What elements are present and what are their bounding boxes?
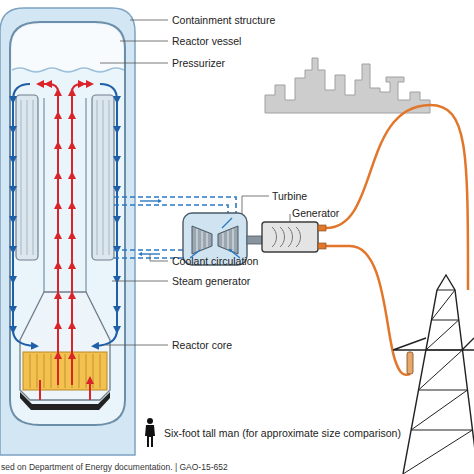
tower-crossarm — [393, 338, 474, 350]
hot-coolant-arrows — [72, 84, 90, 385]
steam-generator-tubes — [21, 100, 109, 255]
power-wire — [326, 246, 410, 375]
power-wire — [326, 105, 430, 228]
water-surface — [12, 68, 124, 72]
insulator — [407, 352, 413, 374]
steam-generator — [16, 95, 114, 260]
tower-leg — [403, 275, 474, 474]
part-label: Six-foot tall man (for approximate size … — [164, 427, 401, 439]
six-foot-man-icon — [145, 418, 155, 447]
leader-line — [242, 196, 269, 214]
man-body — [145, 425, 155, 447]
tower-bracing — [403, 290, 473, 474]
leader-line — [106, 345, 168, 346]
leader-line — [112, 281, 168, 282]
part-label: Reactor core — [172, 339, 232, 351]
hot-coolant-arrows — [40, 84, 58, 385]
part-label: Reactor vessel — [172, 35, 241, 47]
containment-structure — [0, 8, 135, 455]
steam-pipe-line — [114, 197, 236, 213]
leader-line — [150, 254, 168, 261]
leader-line — [130, 20, 168, 21]
generator-terminal — [318, 225, 326, 231]
return-pipe-line — [114, 249, 183, 251]
part-label: Pressurizer — [172, 57, 225, 69]
part-label: Containment structure — [172, 14, 275, 26]
turbine-blades — [192, 226, 238, 254]
core-inflow-arrows — [40, 380, 90, 400]
source-note: sed on Department of Energy documentatio… — [1, 461, 228, 473]
generator-coils — [272, 227, 301, 247]
part-label: Steam generator — [172, 275, 250, 287]
turbine-blade-lines — [197, 229, 233, 251]
leader-lines — [100, 20, 290, 345]
cool-coolant-arrows — [95, 84, 117, 346]
leader-line — [100, 63, 168, 64]
part-label: Coolant circulation — [172, 255, 258, 267]
reactor-vessel — [10, 22, 125, 425]
riser-wall — [44, 98, 86, 300]
core-base — [20, 392, 110, 410]
pipe-flow-arrow — [140, 200, 160, 201]
transmission-tower — [393, 275, 474, 474]
leader-line — [120, 41, 168, 42]
cool-coolant-arrows — [13, 84, 35, 346]
turbine-steam-arrows — [190, 218, 240, 258]
part-label: Generator — [292, 207, 339, 219]
reactor-core — [23, 352, 107, 390]
power-wire — [430, 105, 468, 290]
part-label: Turbine — [272, 190, 307, 202]
man-head — [147, 418, 153, 424]
turbine-shaft — [247, 236, 262, 244]
generator-terminal — [318, 243, 326, 249]
generator-housing — [262, 222, 318, 252]
steam-pipe-line — [114, 205, 228, 213]
leader-line — [290, 214, 291, 222]
city-skyline — [265, 58, 430, 113]
